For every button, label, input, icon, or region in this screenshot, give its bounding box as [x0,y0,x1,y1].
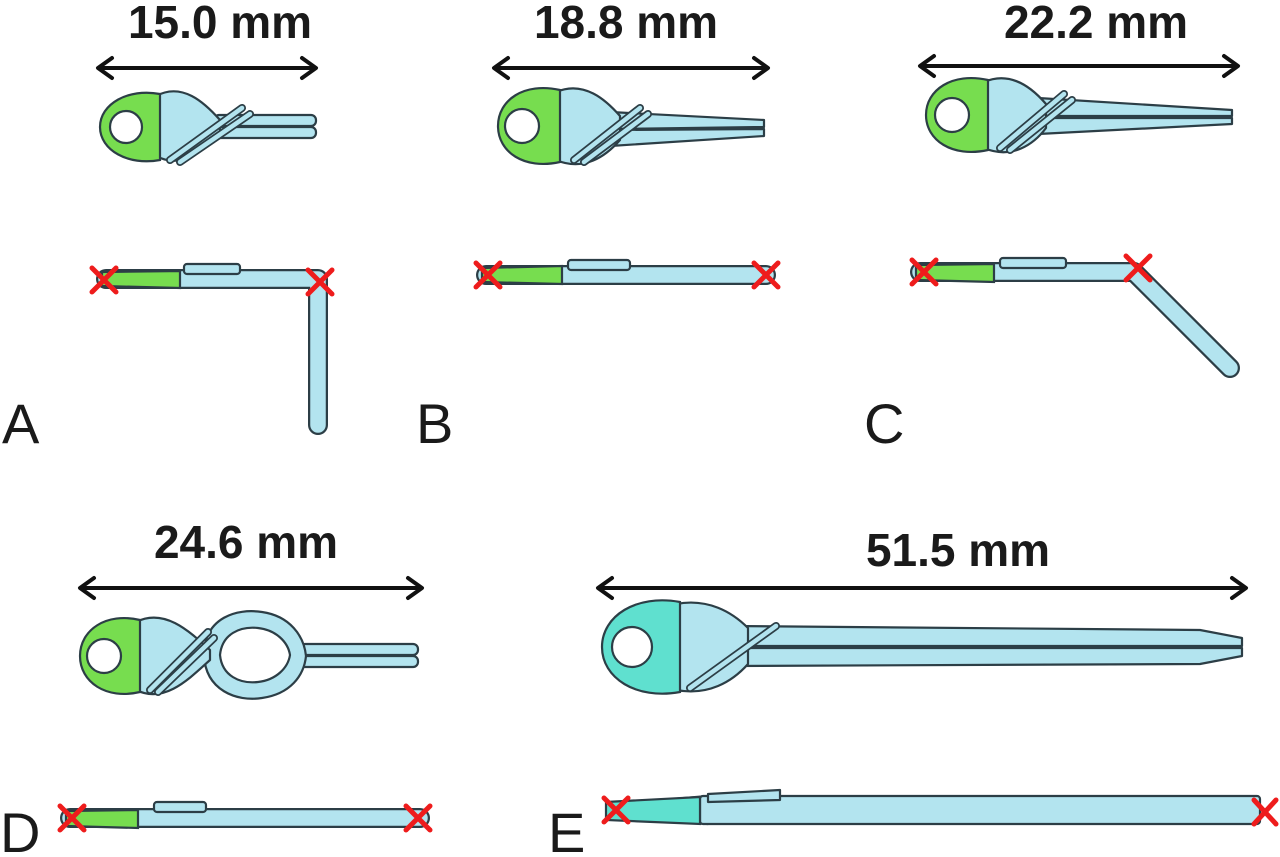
device-top-view-c [924,77,1234,154]
dimension-label-e: 51.5 mm [866,524,1050,576]
panel-label-a: A [2,392,40,455]
device-top-view-d [78,610,420,700]
dimension-arrow-e [596,576,1248,600]
device-side-view-b [473,258,781,290]
device-top-view-e [600,599,1244,695]
device-top-view-b [496,87,766,166]
dimension-arrow-d [78,576,424,600]
dimension-label-c: 22.2 mm [1004,0,1188,48]
panel-a: 15.0 mm A [2,0,335,455]
panel-label-e: E [548,801,585,857]
device-top-view-a [98,90,318,166]
panel-label-c: C [864,392,904,455]
device-side-view-e [601,788,1279,827]
dimension-arrow-a [96,56,318,80]
device-side-view-d [57,800,433,833]
panel-b: 18.8 mm B [416,0,781,455]
device-side-view-c [909,253,1240,378]
dimension-label-a: 15.0 mm [128,0,312,48]
dimension-label-b: 18.8 mm [534,0,718,48]
dimension-arrow-c [918,54,1240,78]
panel-label-b: B [416,392,453,455]
panel-e: 51.5 mm E [548,524,1279,857]
device-side-view-a [89,262,335,435]
panel-d: 24.6 mm D [0,516,433,857]
dimension-arrow-b [492,56,770,80]
dimension-label-d: 24.6 mm [154,516,338,568]
panel-c: 22.2 mm C [864,0,1240,455]
panel-label-d: D [0,801,40,857]
